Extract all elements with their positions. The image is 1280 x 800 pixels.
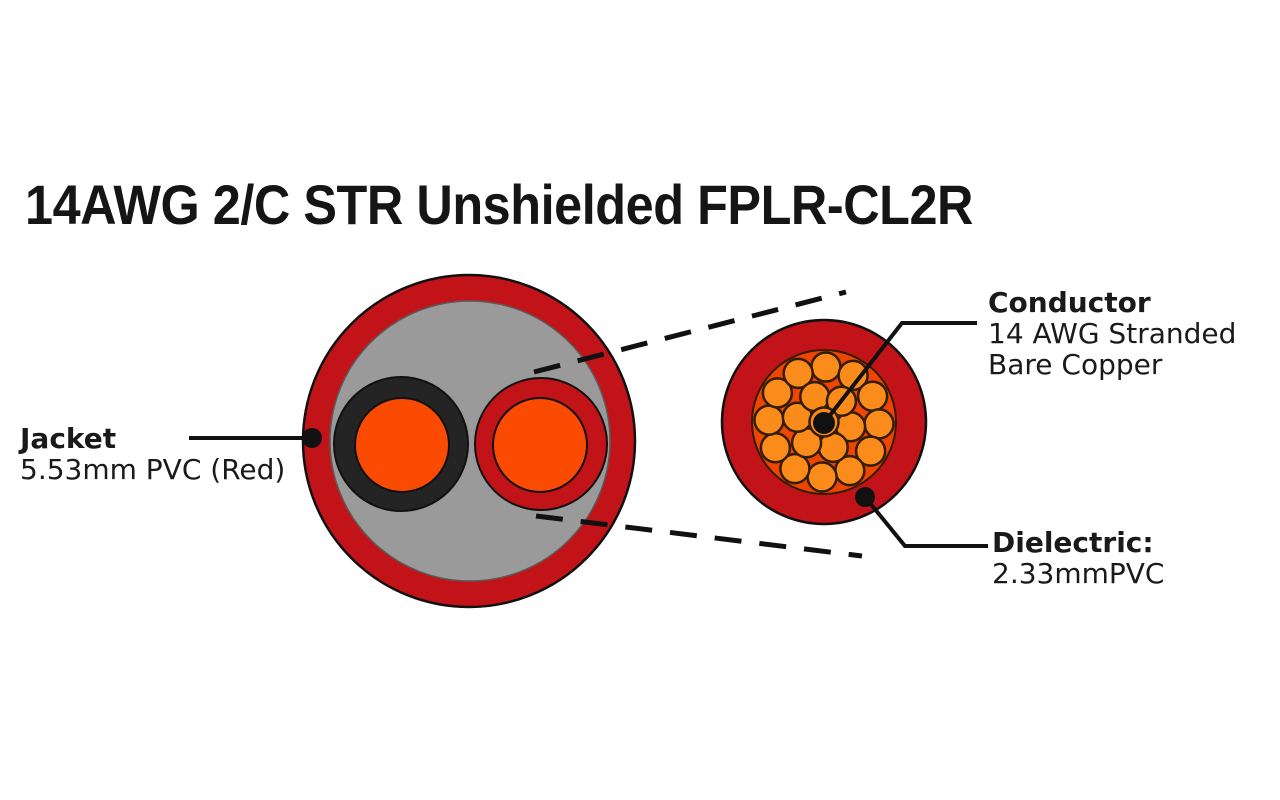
copper-strand xyxy=(854,435,887,467)
copper-strand xyxy=(856,380,889,412)
copper-strand xyxy=(753,404,785,436)
conductor-label-detail-2: Bare Copper xyxy=(988,348,1163,381)
dielectric-label-heading: Dielectric: xyxy=(992,526,1154,559)
dielectric-leader-dot xyxy=(855,487,875,507)
conductor-leader-dot xyxy=(813,412,835,434)
page-title: 14AWG 2/C STR Unshielded FPLR-CL2R xyxy=(25,173,974,236)
cable-cross-section xyxy=(301,273,637,609)
copper-strand xyxy=(759,432,792,464)
copper-strand xyxy=(806,461,838,493)
conductor-label: Conductor 14 AWG Stranded Bare Copper xyxy=(988,287,1236,380)
dielectric-label: Dielectric: 2.33mmPVC xyxy=(992,527,1164,589)
dielectric-leader-line xyxy=(863,495,988,548)
copper-strand xyxy=(810,351,842,383)
dielectric-label-detail: 2.33mmPVC xyxy=(992,557,1165,590)
copper-strand xyxy=(863,408,895,440)
conductor-leader xyxy=(813,321,977,434)
dielectric-leader xyxy=(855,487,988,548)
conductor-label-detail-1: 14 AWG Stranded xyxy=(988,317,1237,350)
copper-strand xyxy=(782,357,814,390)
conductor-leader-line xyxy=(822,321,977,425)
jacket-leader-dot xyxy=(302,428,322,448)
copper-strand xyxy=(761,377,794,409)
conductor-label-heading: Conductor xyxy=(988,286,1151,319)
jacket-label-heading: Jacket xyxy=(20,422,117,455)
conductor2-core xyxy=(492,397,588,493)
zoom-guide-bottom xyxy=(535,513,863,559)
jacket-leader xyxy=(189,428,322,448)
zoom-guide-top xyxy=(533,289,847,375)
jacket-label: Jacket 5.53mm PVC (Red) xyxy=(20,423,285,485)
copper-strand xyxy=(837,359,869,392)
conductor1-core xyxy=(354,397,450,493)
jacket-label-detail: 5.53mm PVC (Red) xyxy=(20,453,286,486)
copper-strand xyxy=(779,452,811,485)
